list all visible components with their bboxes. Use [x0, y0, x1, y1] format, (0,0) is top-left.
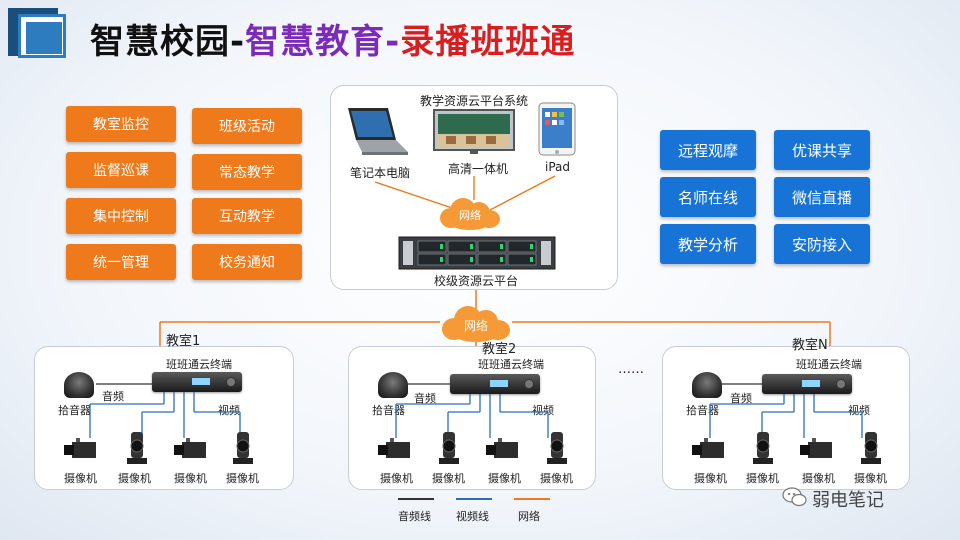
video-label-n: 视频 — [848, 404, 870, 417]
cloud-terminal-icon — [152, 372, 242, 392]
box-camera-icon — [800, 438, 832, 458]
ptz-camera-icon — [547, 432, 567, 464]
title-part-education: 智慧教育- — [245, 22, 401, 62]
camera-label: 摄像机 — [694, 472, 727, 485]
mic-label-2: 拾音器 — [372, 404, 405, 417]
ellipsis: …… — [618, 362, 644, 377]
camera-label: 摄像机 — [174, 472, 207, 485]
classroom-panel-n — [662, 346, 910, 490]
server-icon — [398, 236, 556, 270]
camera-label: 摄像机 — [380, 472, 413, 485]
btn-security-access[interactable]: 安防接入 — [774, 224, 870, 264]
btn-class-activity[interactable]: 班级活动 — [192, 108, 302, 144]
btn-central-control[interactable]: 集中控制 — [66, 198, 176, 234]
ptz-camera-icon — [233, 432, 253, 464]
microphone-icon — [64, 372, 94, 398]
camera-label: 摄像机 — [802, 472, 835, 485]
ipad-icon — [538, 102, 576, 156]
legend-label-audio: 音频线 — [398, 510, 431, 523]
ptz-camera-icon — [439, 432, 459, 464]
btn-classroom-monitor[interactable]: 教室监控 — [66, 106, 176, 142]
camera-label: 摄像机 — [432, 472, 465, 485]
device-label-laptop: 笔记本电脑 — [350, 166, 411, 180]
legend-swatch-network — [514, 498, 550, 500]
box-camera-icon — [486, 438, 518, 458]
audio-label-n: 音频 — [730, 392, 752, 405]
server-label: 校级资源云平台 — [434, 274, 519, 288]
classroom-n-name: 教室N — [792, 338, 828, 353]
ptz-camera-icon — [753, 432, 773, 464]
camera-label: 摄像机 — [226, 472, 259, 485]
cloud-platform-title: 教学资源云平台系统 — [420, 94, 529, 108]
classroom-1-wiring — [89, 383, 241, 438]
classroom-panel-1 — [34, 346, 294, 490]
device-connectors — [374, 175, 556, 211]
audio-label-1: 音频 — [102, 390, 124, 403]
classroom-n-wiring — [709, 383, 863, 438]
title-part-campus: 智慧校园- — [90, 22, 246, 62]
classroom-2-name: 教室2 — [482, 342, 517, 357]
device-label-ipad: iPad — [545, 160, 571, 174]
ptz-camera-icon — [127, 432, 147, 464]
microphone-icon — [692, 372, 722, 398]
camera-label: 摄像机 — [854, 472, 887, 485]
classroom-2-wiring — [395, 383, 549, 438]
watermark-text: 弱电笔记 — [812, 490, 884, 511]
legend-swatch-audio — [398, 498, 434, 500]
network-label-upper: 网络 — [459, 209, 481, 222]
terminal-label-2: 班班通云终端 — [478, 358, 544, 371]
btn-routine-teaching[interactable]: 常态教学 — [192, 154, 302, 190]
cloud-terminal-icon — [450, 374, 540, 394]
network-label-main: 网络 — [463, 319, 488, 333]
title-decoration-square — [26, 22, 62, 54]
box-camera-icon — [174, 438, 206, 458]
btn-course-share[interactable]: 优课共享 — [774, 130, 870, 170]
camera-label: 摄像机 — [118, 472, 151, 485]
mic-label-n: 拾音器 — [686, 404, 719, 417]
btn-famous-teacher[interactable]: 名师在线 — [660, 177, 756, 217]
legend-label-video: 视频线 — [456, 510, 489, 523]
camera-label: 摄像机 — [746, 472, 779, 485]
wechat-icon — [782, 487, 807, 507]
page-title: 智慧校园-智慧教育-录播班班通 — [90, 14, 575, 63]
box-camera-icon — [64, 438, 96, 458]
btn-remote-observe[interactable]: 远程观摩 — [660, 130, 756, 170]
btn-school-notice[interactable]: 校务通知 — [192, 244, 302, 280]
device-label-smart-board: 高清一体机 — [448, 162, 509, 176]
camera-label: 摄像机 — [488, 472, 521, 485]
terminal-label-n: 班班通云终端 — [796, 358, 862, 371]
network-cloud-upper: 网络 — [438, 196, 502, 232]
classroom-1-name: 教室1 — [166, 334, 201, 349]
mic-label-1: 拾音器 — [58, 404, 91, 417]
laptop-icon — [348, 108, 408, 155]
terminal-label-1: 班班通云终端 — [166, 358, 232, 371]
btn-supervise-patrol[interactable]: 监督巡课 — [66, 152, 176, 188]
cloud-terminal-icon — [762, 374, 852, 394]
btn-unified-management[interactable]: 统一管理 — [66, 244, 176, 280]
ptz-camera-icon — [861, 432, 881, 464]
audio-label-2: 音频 — [414, 392, 436, 405]
camera-label: 摄像机 — [540, 472, 573, 485]
box-camera-icon — [692, 438, 724, 458]
network-cloud-main: 网络 — [440, 304, 512, 344]
btn-teaching-analysis[interactable]: 教学分析 — [660, 224, 756, 264]
microphone-icon — [378, 372, 408, 398]
video-label-1: 视频 — [218, 404, 240, 417]
smart-board-icon — [433, 109, 515, 154]
btn-wechat-live[interactable]: 微信直播 — [774, 177, 870, 217]
legend-swatch-video — [456, 498, 492, 500]
legend-label-network: 网络 — [518, 510, 540, 523]
box-camera-icon — [378, 438, 410, 458]
camera-label: 摄像机 — [64, 472, 97, 485]
title-part-recording: 录播班班通 — [400, 22, 576, 62]
btn-interactive-teaching[interactable]: 互动教学 — [192, 198, 302, 234]
classroom-panel-2 — [348, 346, 596, 490]
